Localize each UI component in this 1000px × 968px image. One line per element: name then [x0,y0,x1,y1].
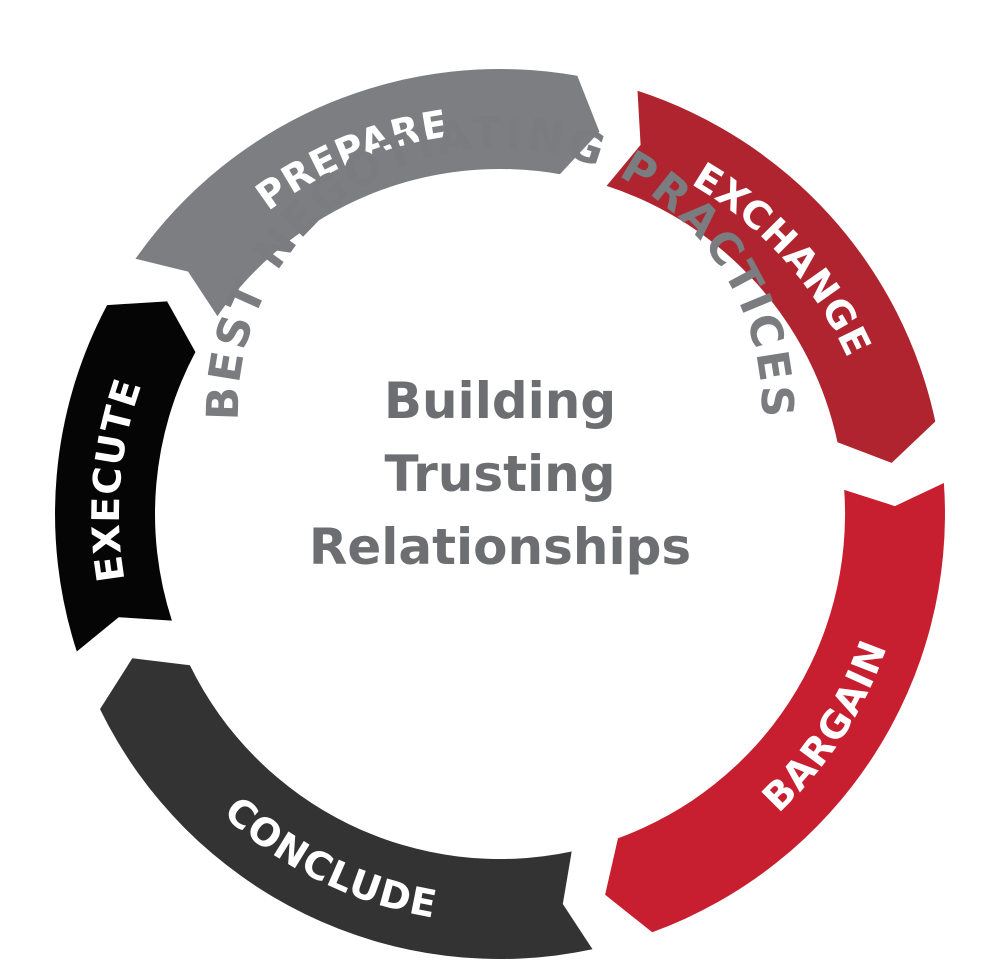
segment-bargain [605,483,945,933]
center-text-line-3: Relationships [309,518,691,576]
segment-conclude [100,658,593,960]
segment-exchange [606,90,936,463]
segment-execute [55,301,196,652]
cycle-segments [55,69,945,960]
center-text-line-2: Trusting [384,445,615,503]
center-text-line-1: Building [384,372,616,430]
segment-prepare [135,69,600,317]
